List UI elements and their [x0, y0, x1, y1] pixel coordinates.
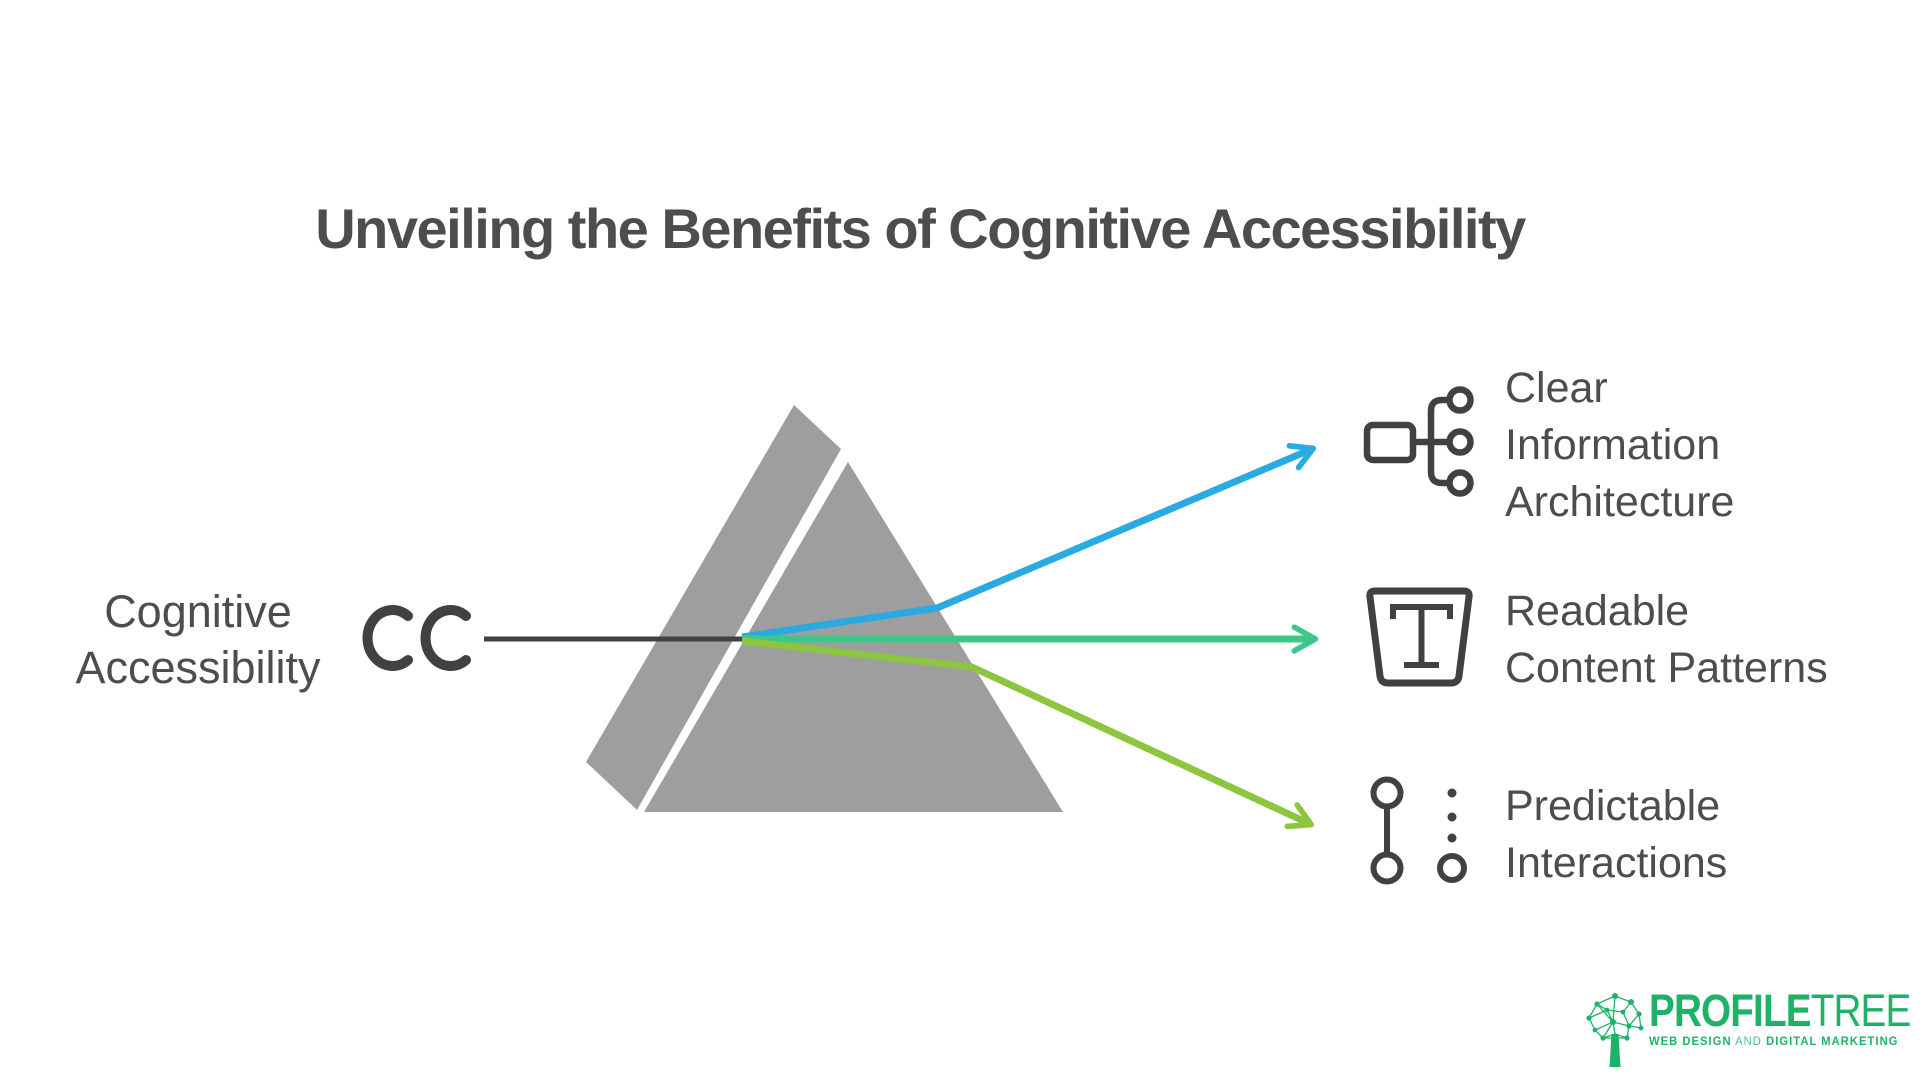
typography-icon [1366, 587, 1473, 687]
brand-name: PROFILETREE [1649, 985, 1912, 1036]
ray-clear-information-architecture [741, 442, 1317, 641]
interaction-steps-icon [1370, 776, 1467, 885]
sitemap-icon [1363, 386, 1474, 497]
benefit-line: Interactions [1505, 839, 1728, 887]
benefit-line: Predictable [1505, 782, 1721, 830]
brand-name-profile: PROFILE [1649, 985, 1812, 1036]
tagline-web-design: WEB DESIGN [1649, 1036, 1732, 1048]
brand-name-tree: TREE [1810, 985, 1912, 1036]
benefit-line: Information [1505, 421, 1721, 469]
source-label-line1: Cognitive [104, 586, 292, 637]
benefit-line: Content Patterns [1505, 644, 1828, 692]
source-label-line2: Accessibility [75, 642, 321, 693]
benefit-label-readable-content-patterns: Readable Content Patterns [1505, 583, 1885, 697]
profiletree-logo: PROFILETREE WEB DESIGN AND DIGITAL MARKE… [1583, 986, 1911, 1070]
cc-icon [362, 605, 471, 671]
source-label: Cognitive Accessibility [38, 584, 358, 696]
profiletree-tree-icon [1586, 993, 1644, 1067]
profiletree-logo-text: PROFILETREE WEB DESIGN AND DIGITAL MARKE… [1649, 985, 1920, 1049]
tagline-digital-marketing: DIGITAL MARKETING [1766, 1036, 1899, 1048]
benefit-line: Architecture [1505, 478, 1735, 526]
page-title: Unveiling the Benefits of Cognitive Acce… [315, 197, 1526, 260]
prism-left-facet [586, 405, 841, 810]
brand-tagline: WEB DESIGN AND DIGITAL MARKETING [1649, 1036, 1920, 1048]
ray-predictable-interactions [741, 637, 1315, 830]
tagline-and: AND [1735, 1036, 1762, 1048]
prism-shape [586, 405, 1063, 812]
benefit-line: Clear [1505, 364, 1608, 412]
benefit-line: Readable [1505, 587, 1690, 635]
benefit-label-clear-information-architecture: Clear Information Architecture [1505, 360, 1885, 531]
benefit-label-predictable-interactions: Predictable Interactions [1505, 778, 1885, 892]
